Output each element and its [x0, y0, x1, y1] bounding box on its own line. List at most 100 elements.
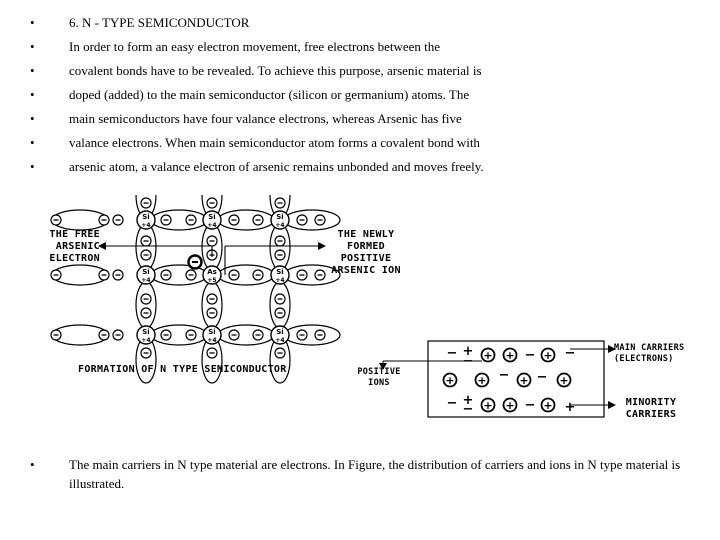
positive-ion-sign: +	[505, 349, 514, 362]
silicon-atom	[136, 210, 156, 230]
bond-ellipse	[217, 209, 275, 231]
arrowhead	[379, 363, 387, 370]
free-electron-carrier: −	[463, 402, 474, 417]
bond-ellipse	[150, 209, 208, 231]
arrowhead	[608, 401, 616, 409]
positive-ion-sign: +	[543, 349, 552, 362]
positive-ion-label-line: POSITIVE	[340, 253, 392, 264]
figure-caption: FORMATION OF N TYPE SEMICONDUCTOR	[78, 364, 287, 375]
bond-ellipse	[283, 324, 341, 346]
bullet-text: covalent bonds have to be revealed. To a…	[69, 63, 482, 78]
silicon-atom	[270, 325, 290, 345]
positive-ion	[480, 397, 496, 413]
positive-ion-sign: +	[477, 374, 486, 387]
silicon-symbol: Si	[142, 328, 149, 336]
bond-ellipse	[269, 281, 291, 329]
positive-ion-label-line: ARSENIC ION	[331, 265, 401, 276]
arsenic-symbol: As	[207, 268, 217, 276]
silicon-charge: +4	[207, 337, 216, 344]
main-carriers-label-line: MAIN CARRIERS	[614, 343, 685, 353]
positive-ion-sign: +	[445, 374, 454, 387]
positive-ion-sign: +	[543, 399, 552, 412]
silicon-symbol: Si	[276, 213, 283, 221]
silicon-symbol: Si	[208, 213, 215, 221]
arrowhead	[98, 242, 106, 250]
positive-ion	[556, 372, 572, 388]
positive-ion-label: THE NEWLY FORMED POSITIVE ARSENIC ION	[316, 229, 416, 277]
silicon-atom	[270, 265, 290, 285]
free-electron-carrier: −	[447, 346, 458, 361]
free-electron-carrier: −	[525, 348, 536, 363]
silicon-symbol: Si	[208, 328, 215, 336]
main-carriers-label-line: (ELECTRONS)	[614, 354, 674, 364]
free-electron-label-line: THE FREE	[49, 229, 100, 240]
bond-ellipse	[201, 281, 223, 329]
bullet-text: In order to form an easy electron moveme…	[69, 39, 441, 54]
positive-ion-label-line: FORMED	[347, 241, 385, 252]
hole-carrier: +	[565, 400, 576, 415]
silicon-symbol: Si	[142, 213, 149, 221]
positive-ion-sign: +	[505, 399, 514, 412]
bullet-dot: •	[30, 39, 35, 54]
positive-ion	[442, 372, 458, 388]
silicon-atom	[270, 210, 290, 230]
positive-ion	[480, 347, 496, 363]
bullet-dot: •	[30, 457, 35, 472]
silicon-symbol: Si	[276, 268, 283, 276]
minority-carriers-label-line: MINORITY	[625, 397, 677, 408]
bond-ellipse	[135, 281, 157, 329]
bullet-dot: •	[30, 159, 35, 174]
positive-ion-sign: +	[519, 374, 528, 387]
positive-ion-sign: +	[483, 399, 492, 412]
positive-ion	[502, 397, 518, 413]
positive-ion	[474, 372, 490, 388]
silicon-charge: +4	[207, 222, 216, 229]
bullet-text: arsenic atom, a valance electron of arse…	[69, 159, 484, 174]
positive-ion	[502, 347, 518, 363]
silicon-symbol: Si	[142, 268, 149, 276]
positive-ion-sign: +	[483, 349, 492, 362]
bullet-text: valance electrons. When main semiconduct…	[69, 135, 480, 150]
arrowhead	[608, 345, 616, 353]
bullet-dot: •	[30, 111, 35, 126]
bond-ellipse	[217, 264, 275, 286]
silicon-atom	[202, 210, 222, 230]
positive-ion	[540, 397, 556, 413]
silicon-symbol: Si	[276, 328, 283, 336]
bond-ellipse	[217, 324, 275, 346]
bullet-heading: 6. N - TYPE SEMICONDUCTOR	[69, 15, 250, 30]
main-carriers-label: MAIN CARRIERS (ELECTRONS)	[614, 343, 684, 365]
silicon-charge: +4	[141, 222, 150, 229]
bullet-dot: •	[30, 135, 35, 150]
positive-ion	[540, 347, 556, 363]
bond-ellipse	[135, 223, 157, 271]
silicon-atom	[136, 265, 156, 285]
bullet-text: main semiconductors have four valance el…	[69, 111, 462, 126]
free-electron-carrier: −	[537, 370, 548, 385]
free-electron-carrier: −	[525, 398, 536, 413]
free-electron-label-line: ELECTRON	[49, 253, 100, 264]
bullet-dot: •	[30, 15, 35, 30]
bond-ellipse	[150, 324, 208, 346]
minority-carriers-label: MINORITY CARRIERS	[616, 397, 686, 421]
carrier-diagram: −+−++−+−++−+−+−+−++−++	[379, 340, 616, 418]
silicon-charge: +4	[275, 222, 284, 229]
bullet-text: doped (added) to the main semiconductor …	[69, 87, 470, 102]
positive-ion-sign: +	[559, 374, 568, 387]
free-electron-carrier: −	[565, 346, 576, 361]
positive-ion	[516, 372, 532, 388]
silicon-atom	[136, 325, 156, 345]
free-electron-carrier: −	[499, 368, 510, 383]
free-electron-carrier: −	[447, 396, 458, 411]
positive-ions-label-line: IONS	[368, 378, 390, 388]
hole-carrier: +	[463, 344, 474, 359]
silicon-charge: +4	[275, 277, 284, 284]
positive-ions-label-line: POSITIVE	[357, 367, 401, 377]
free-electron-label: THE FREE ARSENIC ELECTRON	[22, 229, 100, 265]
positive-ions-label: POSITIVE IONS	[355, 367, 403, 389]
bullet-text: The main carriers in N type material are…	[69, 457, 681, 491]
silicon-charge: +4	[275, 337, 284, 344]
bullet-dot: •	[30, 87, 35, 102]
positive-ion-label-line: THE NEWLY	[337, 229, 395, 240]
free-electron-label-line: ARSENIC	[55, 241, 100, 252]
